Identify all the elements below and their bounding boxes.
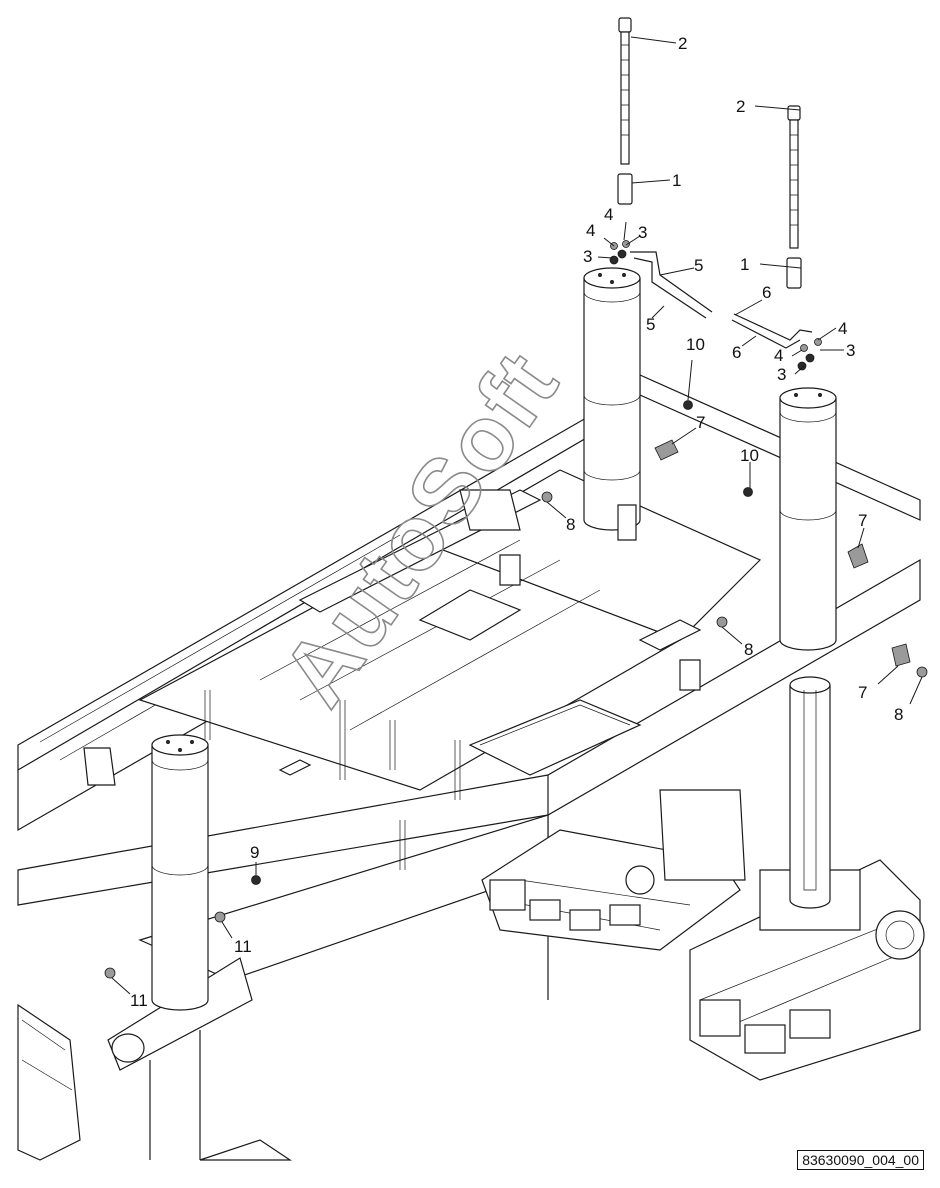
track-assembly-middle <box>481 789 746 951</box>
callout-7-b: 7 <box>858 511 867 530</box>
callout-4-d: 4 <box>774 346 783 365</box>
callout-11-a: 11 <box>234 937 252 956</box>
figure-id-label: 83630090_004_00 <box>797 1150 924 1170</box>
plug-fittings <box>104 400 928 979</box>
callout-3-a: 3 <box>583 247 592 266</box>
pin-rod-right <box>787 105 801 249</box>
track-assembly-bottom <box>199 1139 292 1161</box>
callout-3-d: 3 <box>777 365 786 384</box>
callout-2-right: 2 <box>736 97 745 116</box>
callout-3-b: 3 <box>638 223 647 242</box>
callout-labels: 2 1 2 1 3 3 3 3 4 4 4 4 5 5 6 6 7 7 7 8 … <box>130 34 903 1010</box>
cylinder-front-left <box>151 734 209 1011</box>
sleeve-left <box>617 173 633 205</box>
callout-8-a: 8 <box>566 515 575 534</box>
callout-6-b: 6 <box>732 343 741 362</box>
callout-5-b: 5 <box>646 315 655 334</box>
callout-8-b: 8 <box>744 640 753 659</box>
callout-7-c: 7 <box>858 683 867 702</box>
hose-6 <box>731 313 813 349</box>
sleeve-right <box>786 257 802 289</box>
callout-6-a: 6 <box>762 283 771 302</box>
fittings-left <box>609 240 630 265</box>
leader-lines <box>111 36 923 995</box>
callout-10-b: 10 <box>740 446 759 465</box>
callout-3-c: 3 <box>846 341 855 360</box>
callout-8-c: 8 <box>894 705 903 724</box>
cylinder-rear-left <box>583 267 641 541</box>
pin-rod-left <box>618 17 632 165</box>
cylinder-rear-right <box>779 387 837 651</box>
callout-10-a: 10 <box>686 335 705 354</box>
callout-4-c: 4 <box>838 319 847 338</box>
callout-4-a: 4 <box>586 221 595 240</box>
callout-5-a: 5 <box>694 256 703 275</box>
cylinder-front-right <box>789 676 831 909</box>
elbow-fittings <box>654 439 911 667</box>
callout-4-b: 4 <box>604 205 613 224</box>
hose-5 <box>630 251 713 319</box>
track-assembly-left <box>17 1003 81 1161</box>
callout-11-b: 11 <box>130 991 148 1010</box>
callout-2-top: 2 <box>678 34 687 53</box>
callout-1-right: 1 <box>740 255 749 274</box>
callout-7-a: 7 <box>696 413 705 432</box>
fittings-right <box>797 338 822 371</box>
callout-1-left: 1 <box>672 171 681 190</box>
callout-9: 9 <box>250 843 259 862</box>
